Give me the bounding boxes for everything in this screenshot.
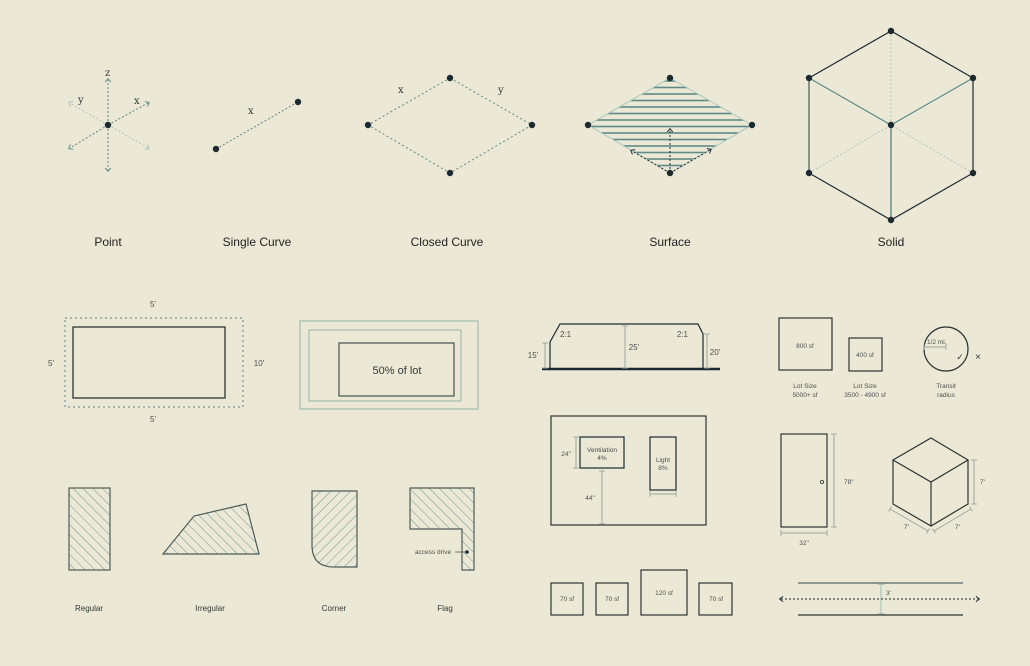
cross-icon: × (975, 352, 981, 363)
svg-text:120 sf: 120 sf (655, 590, 673, 597)
lot-irregular: Irregular (161, 503, 260, 613)
svg-text:800 sf: 800 sf (796, 343, 814, 350)
axis-x-label: x (134, 96, 140, 107)
single-curve-caption: Single Curve (223, 235, 292, 249)
svg-text:7': 7' (955, 524, 960, 531)
door-diagram: 78" 32" (780, 433, 854, 547)
unit-areas: 70 sf 70 sf 120 sf 70 sf (550, 569, 733, 616)
cube-diagram: 7' 7' 7' (888, 437, 985, 534)
setback-diagram: 5' 5' 5' 10' (48, 300, 265, 424)
setback-top-label: 5' (150, 300, 156, 309)
svg-text:radius: radius (937, 392, 955, 399)
svg-text:Ventilation: Ventilation (587, 447, 617, 454)
point-node (104, 121, 112, 129)
svg-text:5000+ sf: 5000+ sf (792, 392, 817, 399)
svg-text:8%: 8% (658, 465, 668, 472)
svg-text:7': 7' (904, 524, 909, 531)
height-profile-diagram: 2:1 2:1 15' 25' 20' (528, 323, 721, 371)
transit-radius: 1/2 mi. ✓ × Transit radius (923, 326, 981, 399)
corridor-diagram: 3' (778, 582, 981, 616)
single-curve-diagram: x Single Curve (212, 98, 302, 249)
check-icon: ✓ (956, 352, 964, 362)
axis-z-label: z (105, 68, 110, 79)
svg-text:Corner: Corner (322, 604, 347, 613)
setback-left-label: 5' (48, 359, 54, 368)
lot-corner: Corner (311, 490, 358, 613)
coverage-diagram: 50% of lot (299, 320, 479, 410)
curve-x-label: x (248, 106, 254, 117)
setback-bottom-label: 5' (150, 415, 156, 424)
svg-text:Lot Size: Lot Size (793, 383, 817, 390)
solid-caption: Solid (878, 235, 905, 249)
solid-diagram: Solid (805, 27, 977, 249)
axis-y-label: y (77, 95, 84, 106)
closed-curve-x-label: x (398, 85, 404, 96)
point-diagram: z y x Point (68, 68, 150, 249)
center-height-label: 25' (629, 343, 640, 352)
lot-size-large: 800 sf Lot Size 5000+ sf (778, 317, 833, 399)
svg-text:70 sf: 70 sf (605, 596, 619, 603)
closed-curve-y-label: y (497, 85, 504, 96)
lot-size-small: 400 sf Lot Size 3500 - 4900 sf (844, 337, 886, 399)
svg-text:Irregular: Irregular (195, 604, 225, 613)
svg-text:70 sf: 70 sf (709, 596, 723, 603)
svg-text:24": 24" (561, 451, 571, 458)
svg-text:32": 32" (799, 540, 809, 547)
room-diagram: Ventilation 4% Light 8% 24" 44" (550, 415, 707, 526)
svg-text:Lot Size: Lot Size (853, 383, 877, 390)
svg-text:70 sf: 70 sf (560, 596, 574, 603)
surface-diagram: Surface (584, 74, 756, 249)
svg-text:Light: Light (656, 457, 670, 464)
lot-regular: Regular (68, 487, 111, 613)
point-caption: Point (94, 235, 122, 249)
closed-curve-diagram: x y Closed Curve (364, 74, 536, 249)
right-height-label: 20' (710, 348, 721, 357)
left-height-label: 15' (528, 351, 539, 360)
svg-text:44": 44" (585, 495, 595, 502)
right-slope-label: 2:1 (677, 330, 689, 339)
svg-text:7': 7' (980, 479, 985, 486)
svg-text:Transit: Transit (936, 383, 956, 390)
svg-text:1/2 mi.: 1/2 mi. (927, 339, 947, 346)
closed-curve-caption: Closed Curve (411, 235, 484, 249)
svg-text:Regular: Regular (75, 604, 103, 613)
svg-text:4%: 4% (597, 455, 607, 462)
svg-text:78": 78" (844, 479, 854, 486)
curve-start-node (212, 145, 220, 153)
left-slope-label: 2:1 (560, 330, 572, 339)
door-knob-icon (820, 479, 825, 484)
svg-text:400 sf: 400 sf (856, 352, 874, 359)
surface-caption: Surface (649, 235, 691, 249)
coverage-label: 50% of lot (373, 365, 422, 377)
svg-text:3500 - 4900 sf: 3500 - 4900 sf (844, 392, 886, 399)
svg-text:Flag: Flag (437, 604, 453, 613)
lot-flag: access drive Flag (409, 487, 475, 613)
access-drive-label: access drive (415, 549, 452, 556)
setback-right-label: 10' (254, 359, 265, 368)
svg-text:3': 3' (886, 590, 891, 597)
curve-end-node (294, 98, 302, 106)
